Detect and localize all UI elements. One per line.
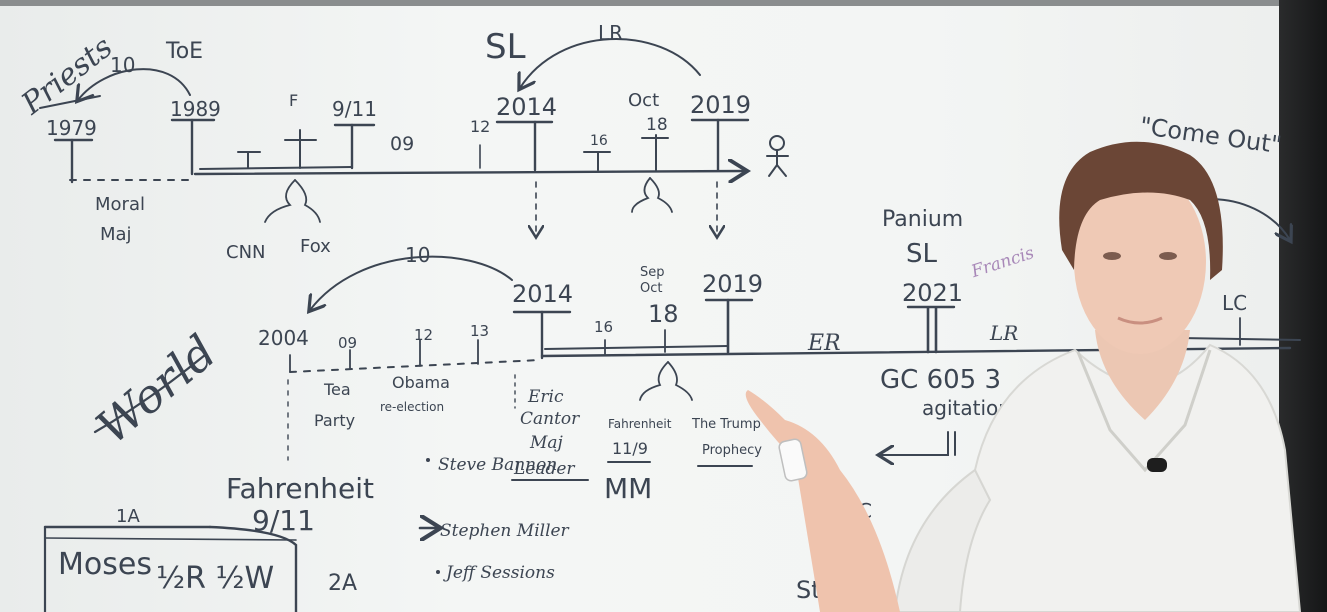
er-label: ER: [807, 331, 841, 356]
sixteen-label: 16: [590, 133, 608, 149]
year-2019-label: 2019: [690, 91, 751, 119]
sl-label: SL: [485, 27, 526, 67]
lr-label: LR: [598, 21, 623, 45]
maj-middle-label: Maj: [529, 433, 564, 453]
year-2004-label: 2004: [258, 326, 309, 350]
presenter-hand: [745, 390, 900, 612]
sl-middle-label: SL: [906, 239, 938, 269]
lapel-microphone: [1147, 458, 1167, 472]
eric-label: Eric: [527, 387, 564, 407]
two-a-label: 2A: [328, 571, 357, 596]
top-timeline: [39, 38, 789, 236]
fox-label: Fox: [300, 236, 331, 257]
year-2019-middle-label: 2019: [702, 270, 763, 298]
sixteen-middle-label: 16: [594, 318, 613, 336]
year-2014-label: 2014: [496, 93, 557, 121]
fahrenheit-small-label: Fahrenheit: [608, 417, 672, 431]
presenter-hair: [1059, 141, 1223, 280]
lc-label: LC: [1222, 291, 1247, 315]
stephen-miller-label: Stephen Miller: [440, 521, 570, 541]
year-2014-middle-label: 2014: [512, 280, 573, 308]
maj-label: Maj: [100, 224, 132, 245]
prophecy-label: Prophecy: [702, 443, 762, 458]
moses-label: Moses: [58, 547, 152, 582]
panium-label: Panium: [882, 207, 963, 232]
fahrenheit-label: Fahrenheit: [226, 472, 374, 505]
steve-bannon-label: Steve Bannon: [438, 455, 557, 475]
eighteen-label: 18: [646, 115, 668, 135]
o9-middle-label: 09: [338, 334, 357, 352]
marker-pen: [778, 438, 808, 482]
oct-label: Oct: [628, 90, 659, 111]
oct-middle-label: Oct: [640, 281, 662, 296]
tea-label: Tea: [323, 380, 351, 399]
arc-10-label: 10: [110, 53, 135, 77]
thirteen-label: 13: [470, 322, 489, 340]
priests-label: Priests: [14, 30, 119, 123]
nine-eleven-label: 9/11: [332, 97, 377, 121]
eighteen-middle-label: 18: [648, 300, 679, 328]
presenter-face: [1074, 170, 1206, 354]
leader-label: Leader: [513, 459, 575, 479]
obama-label: Obama: [392, 373, 450, 392]
sep-label: Sep: [640, 265, 665, 280]
francis-label: Francis: [968, 243, 1037, 282]
arc-10-middle-label: 10: [405, 243, 430, 267]
o9-label: 09: [390, 133, 414, 155]
f-label: F: [289, 91, 298, 110]
year-1979-label: 1979: [46, 116, 97, 140]
cnn-label: CNN: [226, 242, 266, 263]
world-label: World: [86, 324, 226, 454]
mm-label: MM: [604, 472, 652, 505]
moral-label: Moral: [95, 194, 145, 215]
year-2021-label: 2021: [902, 279, 963, 307]
twelve-label: 12: [470, 117, 490, 136]
twelve-middle-label: 12: [414, 326, 433, 344]
bottom-left-notes: [43, 458, 440, 612]
gc-label: GC 605 3: [880, 365, 1001, 395]
top-timeline-labels: Priests 10 ToE 1979 1989 F 9/11 09 12 SL…: [14, 21, 751, 263]
cantor-label: Cantor: [520, 409, 580, 429]
party-label: Party: [314, 411, 355, 430]
reelection-label: re-election: [380, 400, 444, 414]
bottom-left-labels: 1A Moses ½R ½W 2A Steve Bannon Stephen M…: [58, 455, 845, 604]
lr-middle-label: LR: [989, 321, 1018, 345]
toe-label: ToE: [165, 39, 203, 64]
board-top-frame: [0, 0, 1327, 6]
presenter-figure: [745, 141, 1302, 612]
jeff-sessions-label: Jeff Sessions: [443, 563, 555, 583]
eleven-nine-label: 11/9: [612, 439, 648, 458]
trump-label: The Trump: [691, 417, 761, 432]
half-r-half-w-label: ½R ½W: [156, 561, 274, 596]
one-a-label: 1A: [116, 506, 140, 527]
year-1989-label: 1989: [170, 97, 221, 121]
